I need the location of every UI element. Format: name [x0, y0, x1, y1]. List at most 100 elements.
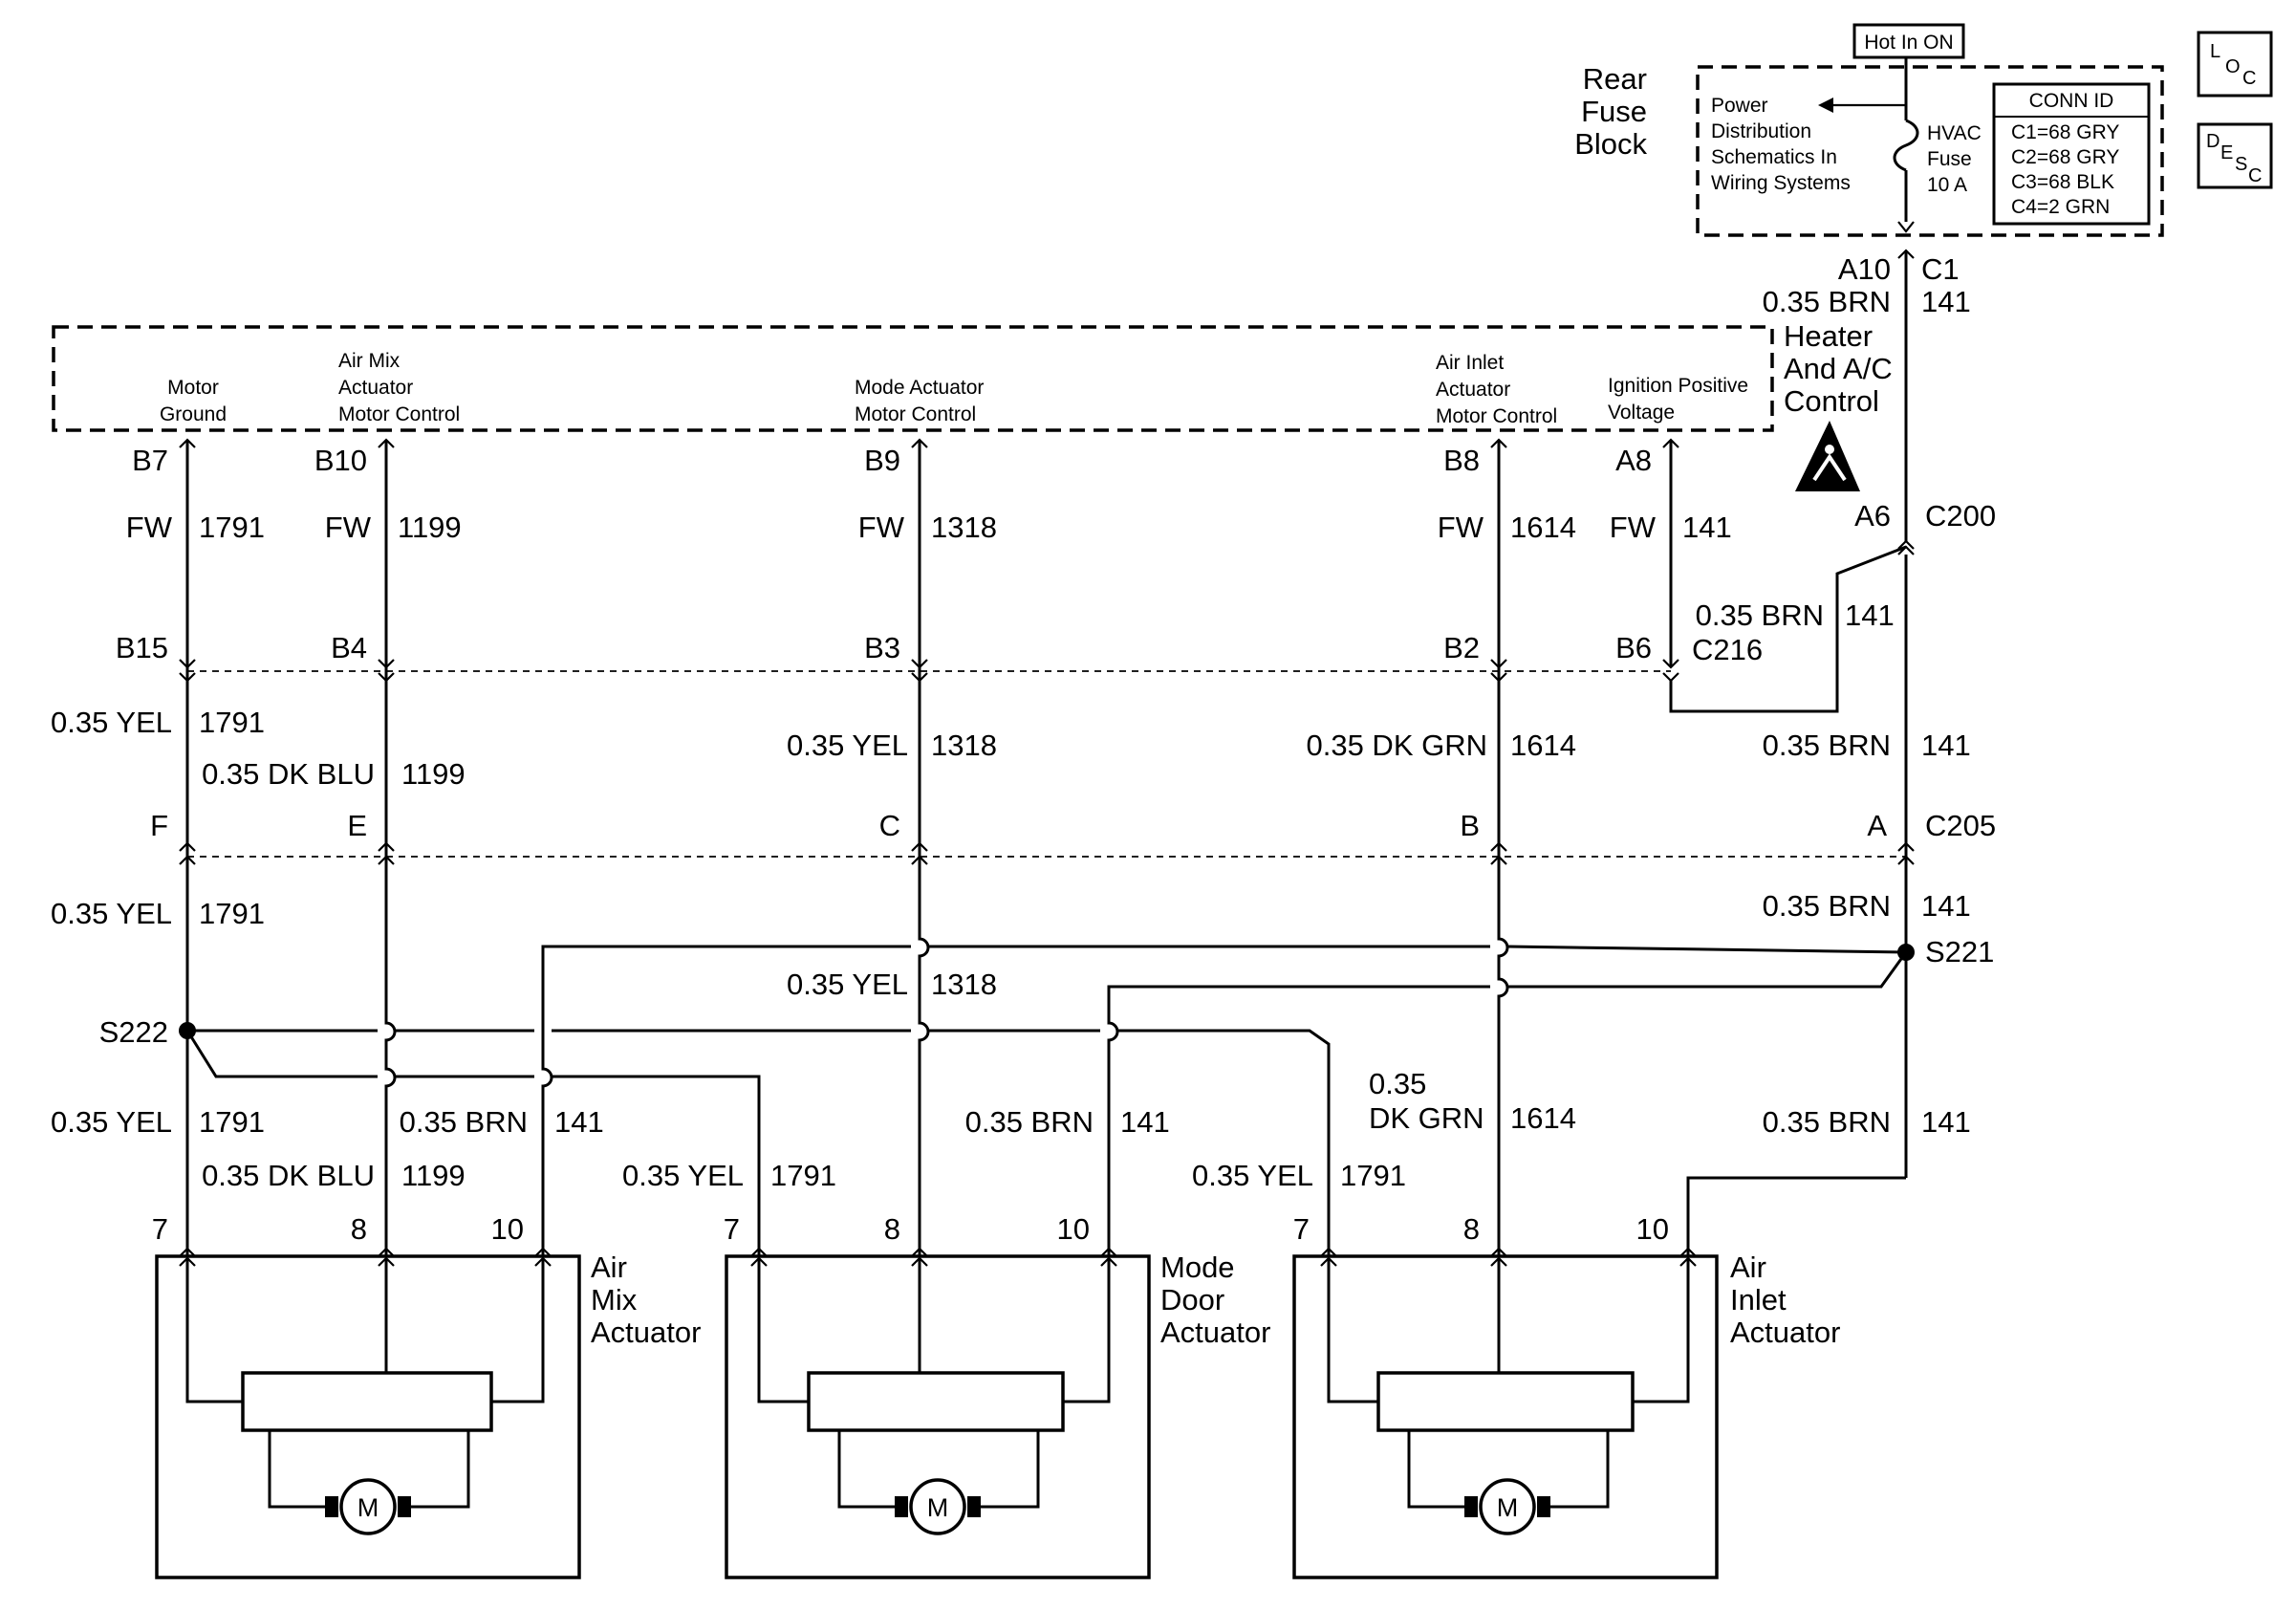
air-inlet-actuator-label: Air Inlet Actuator	[1730, 1251, 1840, 1349]
svg-text:10: 10	[491, 1212, 524, 1246]
loc-icon[interactable]: L O C	[2197, 31, 2273, 98]
svg-text:Motor: Motor	[167, 377, 219, 399]
motor-icon	[339, 1478, 397, 1535]
air-inlet-actuator: M	[1292, 1247, 1719, 1579]
svg-text:Air: Air	[1730, 1251, 1766, 1284]
mode-door-actuator-label: Mode Door Actuator	[1160, 1251, 1270, 1349]
svg-text:And A/C: And A/C	[1784, 352, 1893, 385]
svg-text:M: M	[1497, 1493, 1519, 1522]
pin-label-mode: Mode Actuator Motor Control	[855, 377, 984, 425]
svg-text:FW: FW	[858, 511, 905, 544]
motor-icon	[909, 1478, 966, 1535]
svg-text:C2=68 GRY: C2=68 GRY	[2011, 146, 2119, 168]
circuit-number: 1614	[1510, 1101, 1576, 1135]
circuit-141-main-wire	[1686, 250, 1908, 1256]
svg-text:FW: FW	[325, 511, 372, 544]
circuit-number: 1791	[1340, 1159, 1406, 1192]
svg-text:Door: Door	[1160, 1283, 1224, 1316]
svg-text:1318: 1318	[931, 511, 997, 544]
pin-label-ignition: Ignition Positive Voltage	[1608, 375, 1748, 424]
wire-color-label: 0.35 BRN	[400, 1105, 528, 1139]
svg-text:8: 8	[1463, 1212, 1480, 1246]
fw-circuit-numbers: 1791 1199 1318 1614 141	[199, 511, 1732, 544]
pin-label-motor-ground: Motor Ground	[160, 377, 227, 425]
svg-text:C1=68 GRY: C1=68 GRY	[2011, 121, 2119, 143]
air-mix-actuator-label: Air Mix Actuator	[591, 1251, 701, 1349]
wire-color-label: 0.35	[1369, 1067, 1426, 1100]
circuit-number: 1791	[199, 897, 265, 930]
pin-label-air-mix: Air Mix Actuator Motor Control	[338, 350, 460, 425]
pin-b9: B9	[864, 444, 900, 477]
desc-icon[interactable]: D E S C	[2197, 122, 2273, 189]
circuit-number: 141	[1921, 729, 1971, 762]
svg-text:Actuator: Actuator	[591, 1316, 701, 1349]
svg-text:Mode Actuator: Mode Actuator	[855, 377, 984, 399]
connector-c205: C205	[1925, 809, 1996, 842]
svg-text:FW: FW	[126, 511, 173, 544]
wire-color-label: 0.35 YEL	[1192, 1159, 1313, 1192]
svg-text:Mix: Mix	[591, 1283, 638, 1316]
svg-text:C: C	[2242, 68, 2256, 89]
s222-branch-mode	[185, 1030, 761, 1256]
circuit-1318-wire	[918, 440, 930, 1256]
circuit-number: 141	[1921, 1105, 1971, 1139]
svg-text:Air Mix: Air Mix	[338, 350, 401, 372]
svg-text:10 A: 10 A	[1927, 174, 1967, 196]
pin-b2: B2	[1443, 631, 1480, 664]
svg-text:8: 8	[884, 1212, 900, 1246]
circuit-number: 141	[1120, 1105, 1170, 1139]
svg-text:Distribution: Distribution	[1711, 120, 1811, 142]
svg-text:HVAC: HVAC	[1927, 122, 1982, 144]
s222-branch-air-inlet	[187, 1029, 1331, 1256]
svg-text:D: D	[2206, 131, 2220, 152]
pin-b10: B10	[314, 444, 367, 477]
svg-text:Ignition Positive: Ignition Positive	[1608, 375, 1748, 397]
circuit-number: 1791	[199, 706, 265, 739]
splice-s222-label: S222	[99, 1015, 168, 1049]
pin-b6: B6	[1615, 631, 1652, 664]
hot-in-on-box: Hot In ON	[1852, 23, 1965, 59]
hvac-fuse-icon	[1893, 119, 1919, 172]
pin-b8: B8	[1443, 444, 1480, 477]
circuit-1614-wire	[1497, 440, 1509, 1256]
pin-a6: A6	[1854, 499, 1891, 533]
svg-text:Motor Control: Motor Control	[855, 403, 976, 425]
circuit-number: 1614	[1510, 729, 1576, 762]
svg-text:Actuator: Actuator	[338, 377, 413, 399]
wire-color-label: 0.35 BRN	[1763, 889, 1891, 923]
svg-text:FW: FW	[1610, 511, 1657, 544]
wire-color-label: 0.35 DK GRN	[1306, 729, 1487, 762]
mode-door-actuator: M	[725, 1247, 1151, 1579]
pin-b7: B7	[132, 444, 168, 477]
svg-text:7: 7	[1293, 1212, 1310, 1246]
circuit-number: 1199	[401, 1159, 466, 1192]
pin-c: C	[879, 809, 900, 842]
rear-fuse-block-label: Rear Fuse Block	[1574, 62, 1647, 161]
pin-b3: B3	[864, 631, 900, 664]
circuit-number: 1318	[931, 968, 997, 1001]
svg-text:Fuse: Fuse	[1927, 148, 1972, 170]
svg-text:7: 7	[152, 1212, 168, 1246]
svg-text:Voltage: Voltage	[1608, 402, 1675, 424]
svg-text:Rear: Rear	[1583, 62, 1647, 96]
air-mix-actuator: M	[155, 1247, 581, 1579]
pin-a10: A10	[1838, 252, 1891, 286]
wire-color-label: 0.35 YEL	[787, 729, 908, 762]
esd-warning-icon	[1795, 421, 1860, 491]
svg-text:141: 141	[1682, 511, 1732, 544]
motor-icon	[1479, 1478, 1536, 1535]
svg-text:C3=68 BLK: C3=68 BLK	[2011, 171, 2114, 193]
circuit-number: 141	[1921, 889, 1971, 923]
wire-color-label: 0.35 YEL	[51, 1105, 172, 1139]
fw-wire-labels: FW FW FW FW FW	[126, 511, 1657, 544]
svg-text:Ground: Ground	[160, 403, 227, 425]
svg-text:M: M	[357, 1493, 379, 1522]
svg-text:7: 7	[724, 1212, 740, 1246]
svg-text:E: E	[2220, 142, 2233, 163]
svg-text:Actuator: Actuator	[1160, 1316, 1270, 1349]
pin-label-air-inlet: Air Inlet Actuator Motor Control	[1436, 352, 1557, 427]
hot-in-on-label: Hot In ON	[1864, 32, 1953, 54]
wire-color-label: DK GRN	[1369, 1101, 1484, 1135]
svg-text:M: M	[927, 1493, 949, 1522]
